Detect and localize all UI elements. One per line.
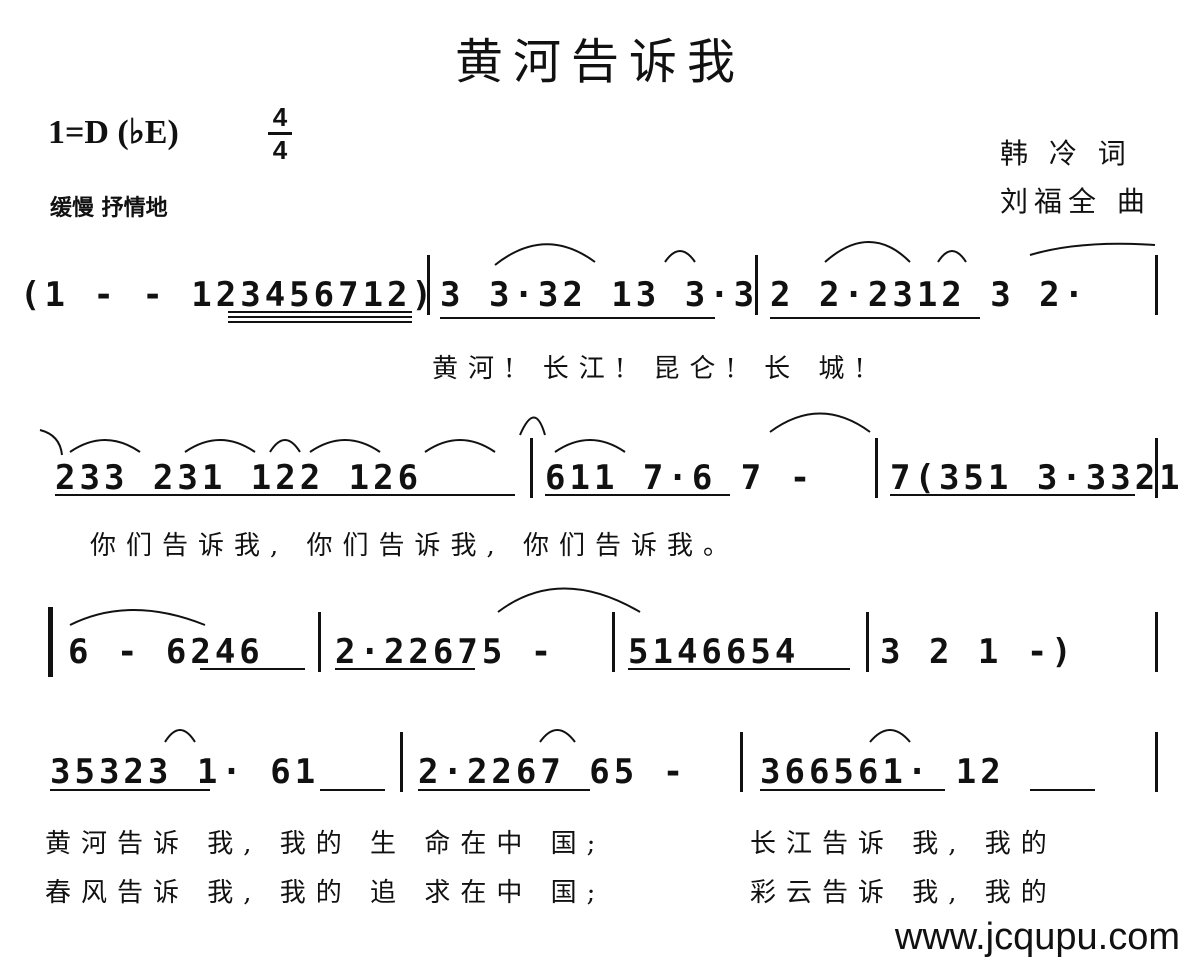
lyric-line-1: 黄河! 长江! 昆仑! 长 城! — [432, 354, 875, 384]
barline — [866, 612, 869, 672]
watermark-url: www.jcqupu.com — [894, 916, 1180, 958]
staff-system-4: 35323 1· 61 2·2267 65 - 366561· 12 — [0, 732, 1200, 872]
notes-verse-1: 35323 1· 61 — [50, 752, 320, 792]
notes-phrase-2: 611 7·6 7 - — [545, 458, 815, 498]
notes-interlude-3: 5146654 — [628, 632, 800, 672]
staff-system-1: (1 - - 123456712) 3 3·32 13 3·3 2 2·2312… — [0, 255, 1200, 395]
notes-phrase-3: 7(351 3·3321 — [890, 458, 1184, 498]
barline — [530, 438, 533, 498]
barline — [1155, 732, 1158, 792]
notes-intro: (1 - - 123456712) — [20, 275, 436, 315]
notes-verse-2: 2·2267 65 - — [418, 752, 688, 792]
repeat-start-barline — [48, 607, 53, 677]
barline — [875, 438, 878, 498]
barline — [1155, 438, 1158, 498]
composer-credit: 刘福全 曲 — [1000, 185, 1151, 218]
notes-interlude-4: 3 2 1 -) — [880, 632, 1076, 672]
lyric-verse-2-a: 春风告诉 我, 我的 追 求在中 国; — [45, 878, 606, 908]
staff-system-3: 6 - 6246 2·22675 - 5146654 3 2 1 -) — [0, 607, 1200, 752]
time-signature-bar — [268, 132, 292, 135]
staff-system-2: 233 231 122 126 611 7·6 7 - 7(351 3·3321 — [0, 438, 1200, 578]
tempo-marking: 缓慢 抒情地 — [50, 196, 168, 221]
notes-interlude-2: 2·22675 - — [335, 632, 556, 672]
barline — [400, 732, 403, 792]
barline — [1155, 255, 1158, 315]
time-signature-top: 4 — [272, 102, 288, 132]
barline — [755, 255, 758, 315]
notes-measure-2: 2 2·2312 3 2· — [770, 275, 1089, 315]
time-signature-bottom: 4 — [272, 135, 288, 165]
lyric-verse-1-a: 黄河告诉 我, 我的 生 命在中 国; — [45, 829, 606, 859]
lyric-verse-2-b: 彩云告诉 我, 我的 — [750, 878, 1057, 908]
barline — [612, 612, 615, 672]
key-signature: 1=D (♭E) — [48, 114, 179, 151]
notes-measure-1: 3 3·32 13 3·3 — [440, 275, 759, 315]
lyric-line-2: 你们告诉我, 你们告诉我, 你们告诉我。 — [90, 531, 740, 561]
notes-interlude-1: 6 - 6246 — [68, 632, 264, 672]
lyric-verse-1-b: 长江告诉 我, 我的 — [750, 829, 1057, 859]
song-title: 黄河告诉我 — [454, 34, 745, 90]
barline — [318, 612, 321, 672]
notes-phrase-1: 233 231 122 126 — [55, 458, 423, 498]
lyricist-credit: 韩 冷 词 — [1000, 137, 1132, 170]
barline — [740, 732, 743, 792]
barline — [427, 255, 430, 315]
barline — [1155, 612, 1158, 672]
notes-verse-3: 366561· 12 — [760, 752, 1005, 792]
time-signature: 4 4 — [268, 104, 292, 163]
